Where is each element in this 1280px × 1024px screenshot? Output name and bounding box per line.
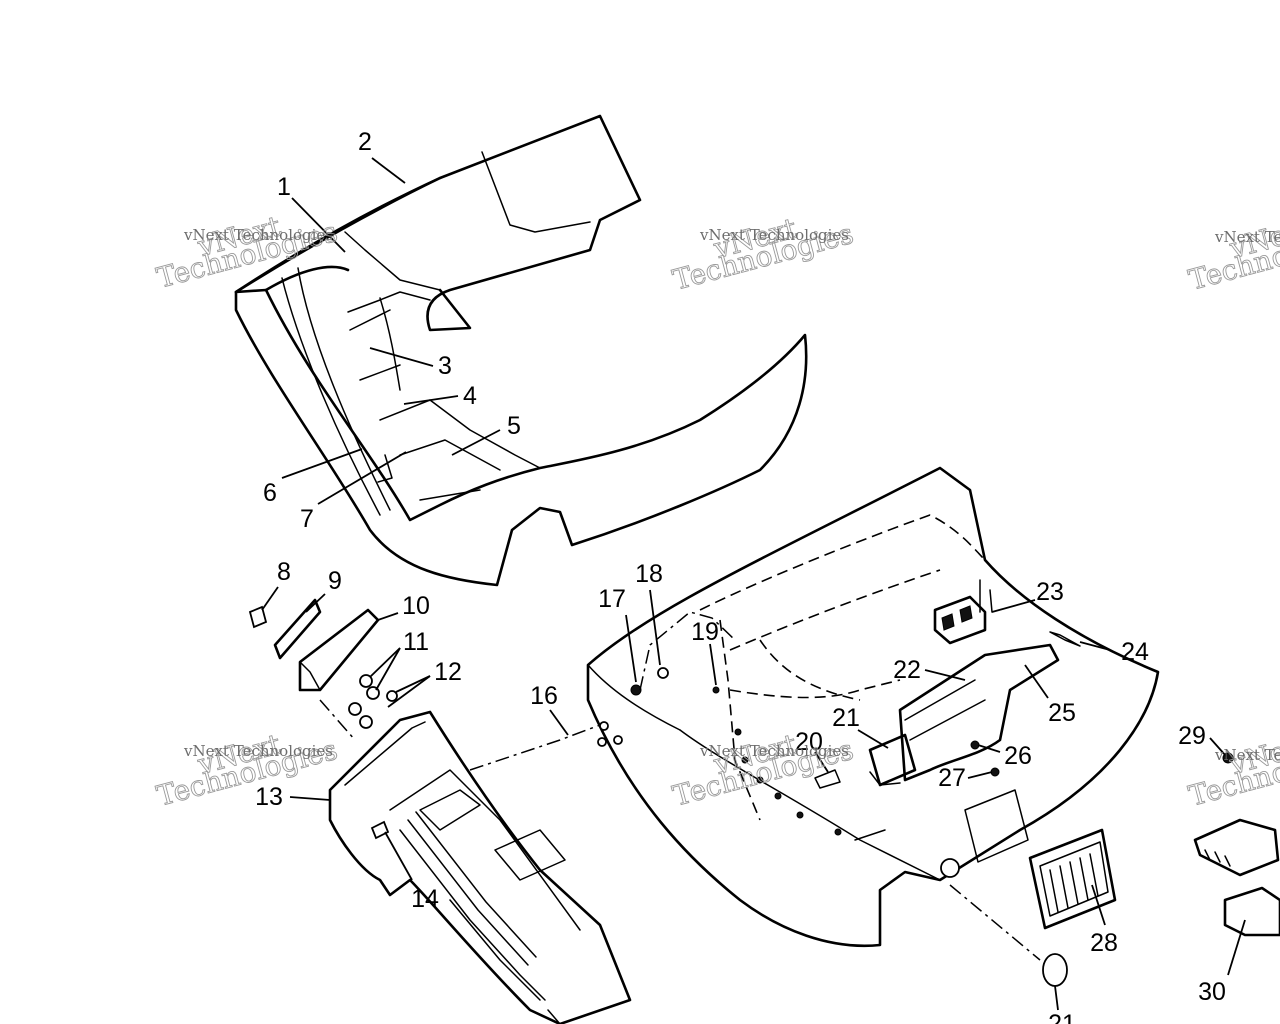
callout-4: 4 (463, 382, 477, 410)
callout-18: 18 (635, 560, 663, 588)
callout-8: 8 (277, 558, 291, 586)
callout-24: 24 (1121, 638, 1149, 666)
watermark-brand-bottom-center: vNext Technologies (699, 742, 849, 760)
watermark-brand-top-right: vNext Technologies (1214, 228, 1280, 246)
watermark-top-right: vNext Technologies (1185, 211, 1280, 297)
leader-lines (261, 157, 1246, 1011)
callout-9: 9 (328, 567, 342, 595)
callout-11: 11 (403, 628, 429, 656)
watermark-top-left: vNext Technologies (153, 209, 341, 295)
callout-1: 1 (277, 173, 291, 201)
callout-26: 26 (1004, 742, 1032, 770)
callout-27: 27 (938, 764, 966, 792)
callout-17: 17 (598, 585, 626, 613)
callout-7: 7 (300, 505, 314, 533)
callout-labels: 1 2 3 4 5 6 7 8 9 10 11 12 13 14 16 17 1… (255, 128, 1226, 1024)
callout-20: 20 (795, 728, 823, 756)
callout-29: 29 (1178, 722, 1206, 750)
watermark-bottom-center: vNext Technologies (669, 727, 857, 813)
watermark-brand-bottom-right: vNext Technologies (1214, 746, 1280, 764)
callout-23: 23 (1036, 578, 1064, 606)
callout-12: 12 (434, 658, 462, 686)
callout-6: 6 (263, 479, 277, 507)
callout-14: 14 (411, 885, 439, 913)
callout-22: 22 (893, 656, 921, 684)
callout-28: 28 (1090, 929, 1118, 957)
callout-10: 10 (402, 592, 430, 620)
callout-3: 3 (438, 352, 452, 380)
callout-5: 5 (507, 412, 521, 440)
callout-16: 16 (530, 682, 558, 710)
callout-13: 13 (255, 783, 283, 811)
upper-hood-shell (234, 114, 808, 587)
callout-21-bottom: 21 (1048, 1010, 1076, 1024)
callout-19: 19 (691, 618, 719, 646)
callout-30: 30 (1198, 978, 1226, 1006)
callout-2: 2 (358, 128, 372, 156)
callout-21-left: 21 (832, 704, 860, 732)
watermark-brand-top-center: vNext Technologies (699, 226, 849, 244)
watermark-brand-bottom-left: vNext Technologies (183, 742, 333, 760)
callout-25: 25 (1048, 699, 1076, 727)
side-channel-parts (248, 598, 632, 1024)
lower-body-tub (469, 466, 1160, 987)
watermark-top-center: vNext Technologies (669, 211, 857, 297)
watermark-brand-top-left: vNext Technologies (183, 226, 333, 244)
